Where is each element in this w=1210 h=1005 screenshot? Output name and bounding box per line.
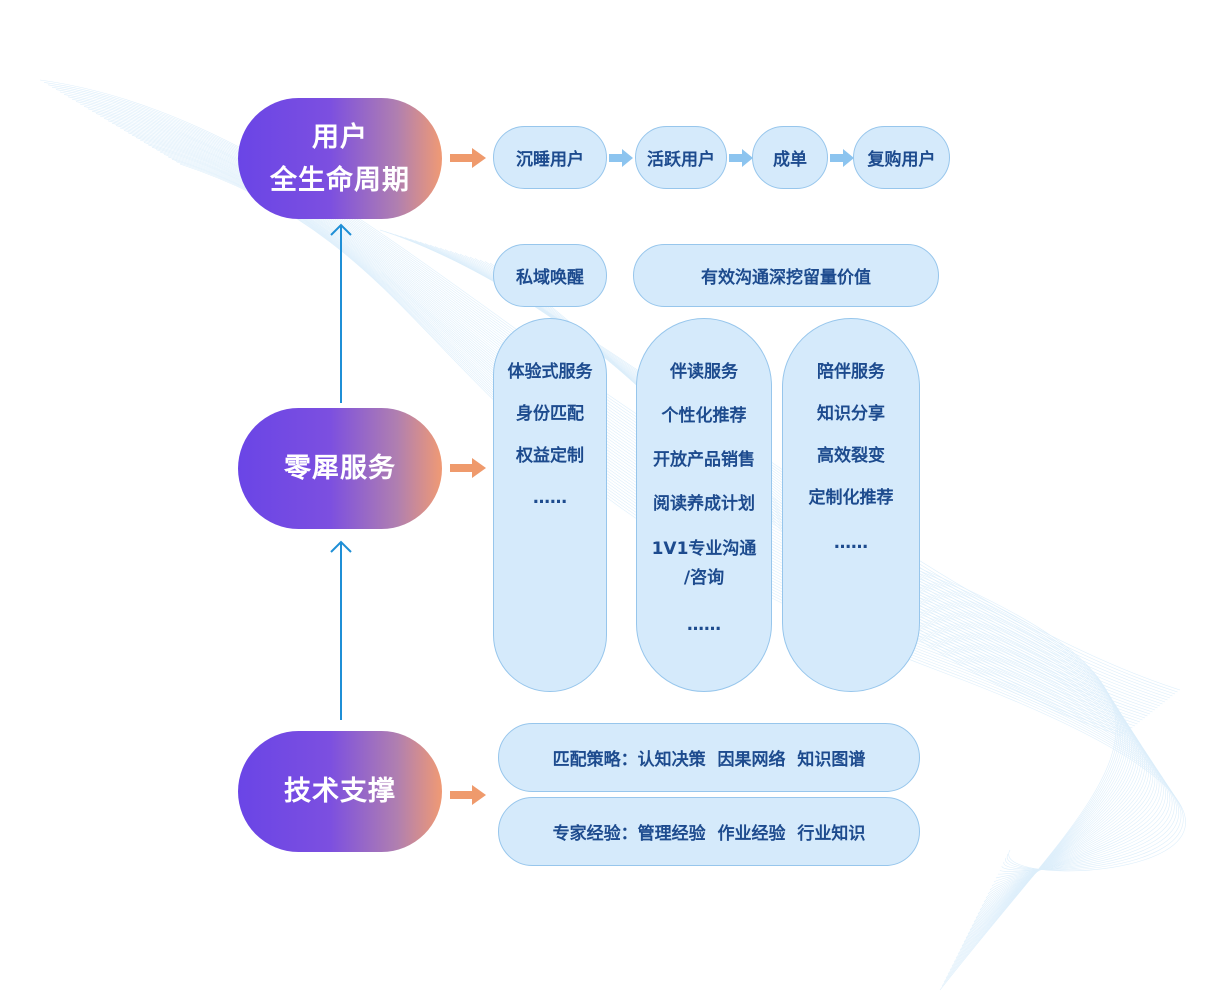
tech-row-label: 专家经验：管理经验 作业经验 行业知识: [552, 824, 866, 844]
lifecycle-node-line1: 用户: [312, 121, 368, 153]
column-item: 定制化推荐: [808, 488, 894, 508]
header-effective-communication: 有效沟通深挖留量价值: [633, 244, 939, 307]
column-item: /咨询: [683, 568, 725, 588]
tech-node-label: 技术支撑: [284, 776, 396, 807]
column-item: 体验式服务: [507, 362, 593, 382]
service-node-label: 零犀服务: [284, 453, 396, 484]
lifecycle-node: 用户 全生命周期: [238, 98, 442, 219]
stage-label: 复购用户: [867, 150, 936, 170]
header-private-domain-wakeup: 私域唤醒: [493, 244, 607, 307]
tech-row-matching-strategy: 匹配策略：认知决策 因果网络 知识图谱: [498, 723, 920, 792]
stage-label: 活跃用户: [647, 150, 715, 170]
column-item: 身份匹配: [516, 404, 584, 424]
column-item: 开放产品销售: [653, 450, 755, 470]
lifecycle-node-line2: 全生命周期: [270, 164, 410, 196]
column-item: 阅读养成计划: [653, 494, 755, 514]
stage-dormant-users: 沉睡用户: [493, 126, 607, 189]
column-item: ……: [533, 488, 567, 508]
column-item: 个性化推荐: [661, 406, 747, 426]
chevron-right-icon: [830, 149, 854, 167]
service-node: 零犀服务: [238, 408, 442, 529]
stage-label: 沉睡用户: [516, 150, 584, 170]
column-item: 权益定制: [516, 446, 584, 466]
orange-arrow-icon: [450, 458, 486, 478]
orange-arrow-icon: [450, 785, 486, 805]
tech-row-label: 匹配策略：认知决策 因果网络 知识图谱: [552, 750, 866, 770]
tech-node: 技术支撑: [238, 731, 442, 852]
up-arrow-icon: [330, 223, 352, 403]
up-arrow-icon: [330, 540, 352, 720]
stage-repurchase-users: 复购用户: [853, 126, 950, 189]
stage-deal: 成单: [752, 126, 828, 189]
column-item: 陪伴服务: [817, 362, 885, 382]
service-column-3: 陪伴服务 知识分享 高效裂变 定制化推荐 ……: [782, 318, 920, 692]
chevron-right-icon: [729, 149, 753, 167]
orange-arrow-icon: [450, 148, 486, 168]
chevron-right-icon: [609, 149, 633, 167]
header-label: 私域唤醒: [516, 268, 584, 288]
column-item: ……: [834, 533, 868, 553]
column-item: 知识分享: [817, 404, 885, 424]
tech-row-expert-experience: 专家经验：管理经验 作业经验 行业知识: [498, 797, 920, 866]
stage-active-users: 活跃用户: [635, 126, 727, 189]
header-label: 有效沟通深挖留量价值: [701, 268, 871, 288]
column-item: ……: [687, 615, 721, 635]
service-column-1: 体验式服务 身份匹配 权益定制 ……: [493, 318, 607, 692]
stage-label: 成单: [773, 150, 807, 170]
column-item: 1V1专业沟通: [651, 539, 757, 559]
service-column-2: 伴读服务 个性化推荐 开放产品销售 阅读养成计划 1V1专业沟通 /咨询 ……: [636, 318, 772, 692]
column-item: 高效裂变: [817, 446, 885, 466]
column-item: 伴读服务: [670, 362, 738, 382]
